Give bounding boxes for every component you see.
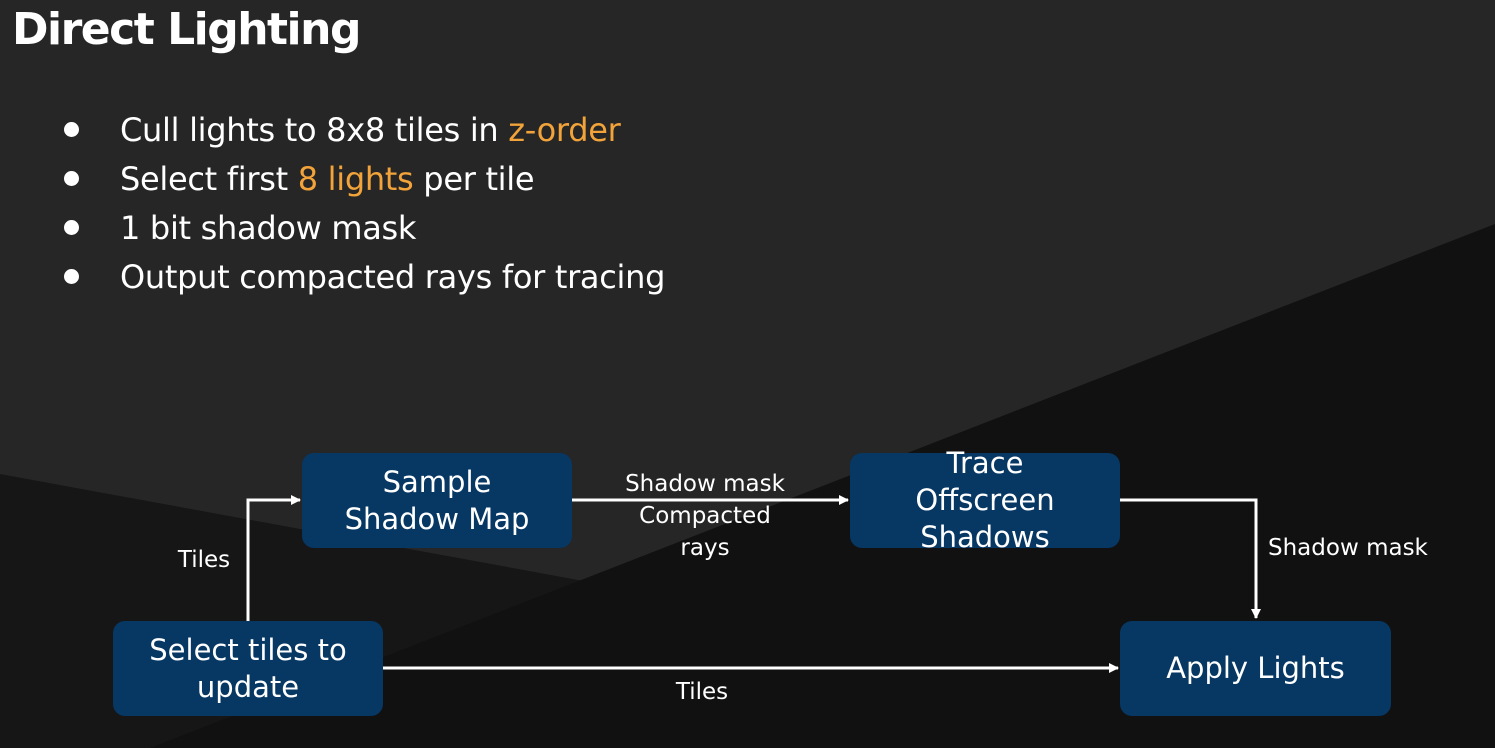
bullet-dot-icon — [64, 171, 79, 186]
edge-label-tiles-bottom: Tiles — [675, 679, 729, 705]
edge-select-to-sample — [246, 495, 301, 621]
slide-title: Direct Lighting — [12, 4, 361, 55]
node-trace-offscreen-shadows: Trace Offscreen Shadows — [850, 446, 1120, 554]
node-select-tiles: Select tiles to update — [113, 621, 383, 716]
node-apply-lights: Apply Lights — [1120, 621, 1391, 716]
highlight-text: 8 lights — [297, 160, 414, 198]
edge-label-shadow-mask-1: Shadow mask — [625, 471, 785, 497]
bullet-dot-icon — [64, 220, 79, 235]
edge-label-compacted: Compacted — [639, 503, 771, 529]
edge-label-rays: rays — [680, 535, 730, 561]
node-sample-shadow-map: Sample Shadow Map — [302, 453, 572, 548]
highlight-text: z-order — [508, 111, 621, 149]
bullet-dot-icon — [64, 269, 79, 284]
bullet-dot-icon — [64, 122, 79, 137]
edge-label-shadow-mask-2: Shadow mask — [1268, 535, 1428, 561]
edge-label-tiles-up: Tiles — [177, 547, 231, 573]
edge-trace-to-apply — [1120, 498, 1261, 619]
